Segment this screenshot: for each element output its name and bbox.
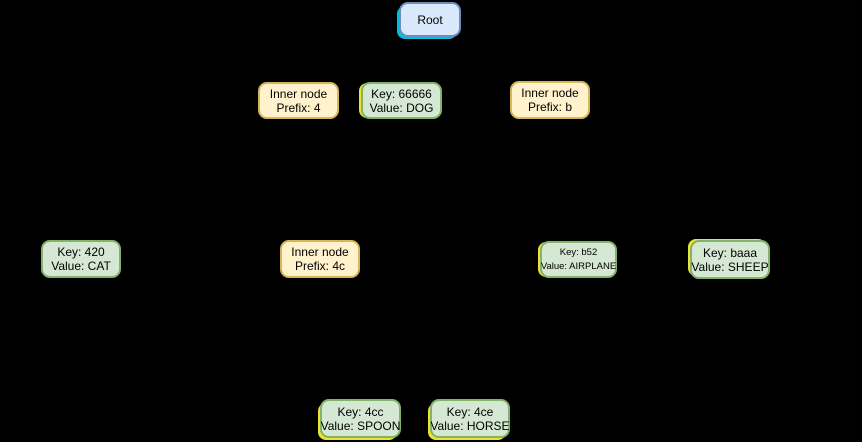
node-label: Value: HORSE bbox=[430, 418, 510, 433]
tree-node-root[interactable]: Root bbox=[399, 2, 461, 37]
node-label: Prefix: 4c bbox=[294, 259, 345, 273]
node-label: Prefix: b bbox=[527, 100, 572, 114]
node-label: Inner node bbox=[521, 86, 579, 100]
node-label: Inner node bbox=[269, 86, 328, 101]
node-label: Value: CAT bbox=[51, 259, 111, 273]
node-label: Key: 66666 bbox=[371, 86, 432, 101]
node-label: Key: baaa bbox=[702, 245, 758, 260]
node-label: Key: 420 bbox=[57, 245, 105, 259]
node-label: Key: 4ce bbox=[446, 404, 494, 419]
node-label: Inner node bbox=[291, 245, 349, 259]
node-label: Key: 4cc bbox=[337, 404, 384, 419]
node-label: Prefix: 4 bbox=[276, 100, 321, 115]
node-label: Value: DOG bbox=[369, 100, 434, 115]
node-label: Key: b52 bbox=[559, 246, 598, 258]
node-label: Value: SPOON bbox=[320, 418, 401, 433]
node-label: Value: AIRPLANE bbox=[540, 260, 617, 272]
node-label: Value: SHEEP bbox=[691, 259, 769, 274]
node-label: Root bbox=[417, 12, 443, 27]
